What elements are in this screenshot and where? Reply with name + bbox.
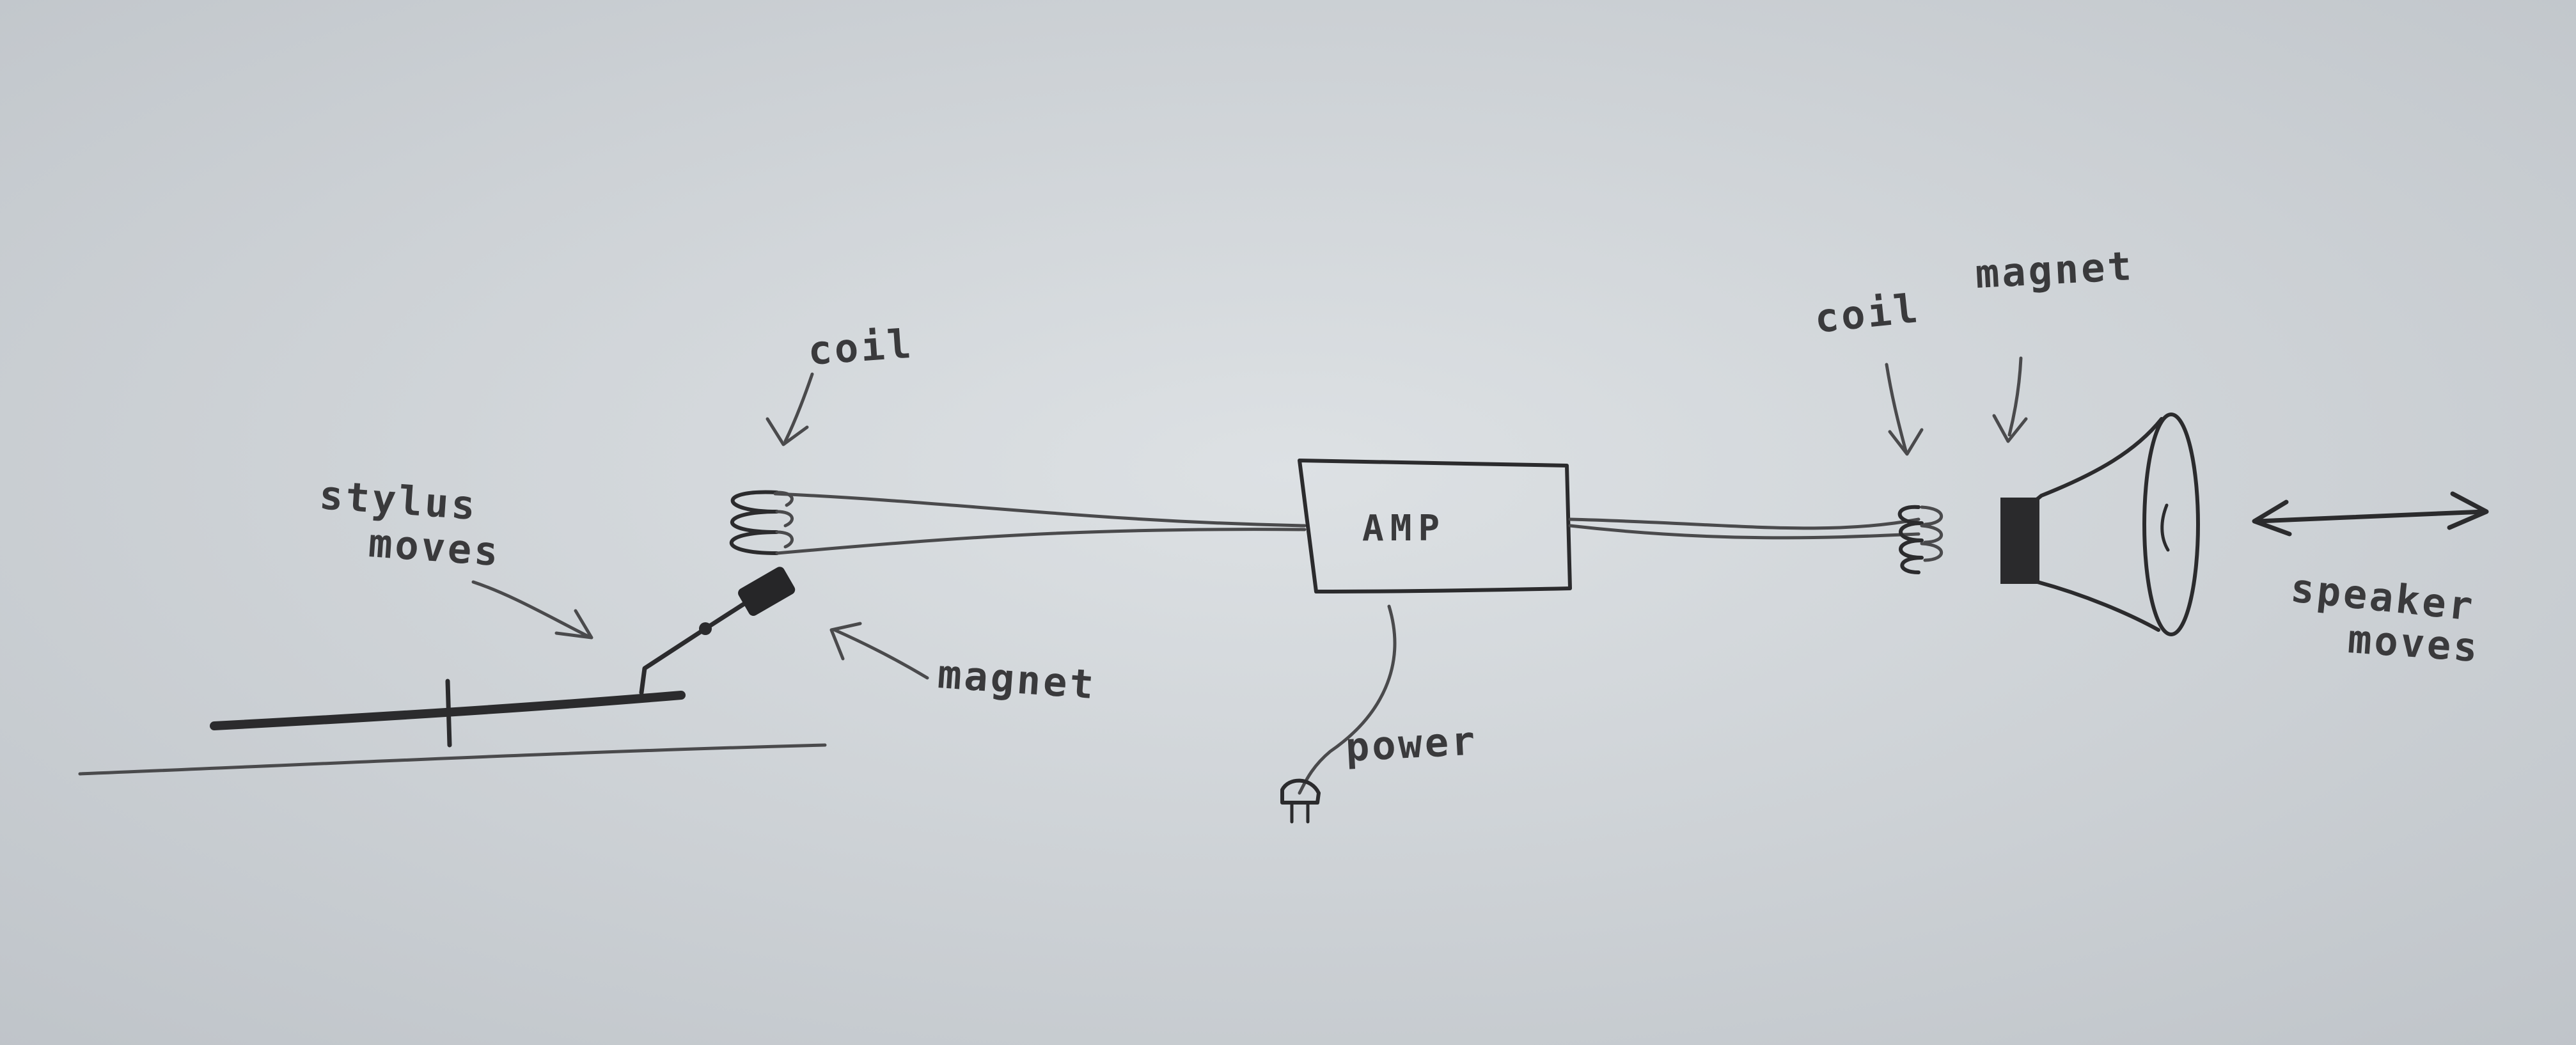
arrow-stylus bbox=[471, 580, 593, 640]
arrow-magnet-right bbox=[1992, 356, 2028, 443]
label-speaker-line2: moves bbox=[2346, 615, 2481, 671]
arrow-coil-left bbox=[766, 372, 814, 446]
power-cord bbox=[1280, 604, 1397, 824]
wire-amp-to-speaker bbox=[1568, 517, 1920, 540]
label-coil-left: coil bbox=[806, 320, 915, 374]
label-amp: AMP bbox=[1362, 508, 1446, 549]
label-magnet-right: magnet bbox=[1974, 242, 2135, 297]
label-magnet-left: magnet bbox=[936, 650, 1097, 708]
coil-left-icon bbox=[729, 490, 794, 555]
amp-box bbox=[1298, 459, 1572, 593]
label-stylus-line2: moves bbox=[367, 519, 502, 575]
speaker-cone-icon bbox=[2036, 412, 2200, 636]
label-coil-right: coil bbox=[1812, 285, 1922, 342]
turntable-arm bbox=[78, 679, 827, 776]
wire-coil-to-amp bbox=[773, 492, 1307, 555]
speaker-motion-arrow bbox=[2252, 491, 2489, 537]
magnet-left-icon bbox=[738, 567, 796, 616]
coil-right-icon bbox=[1897, 505, 1944, 574]
arrow-magnet-left bbox=[829, 622, 929, 680]
arrow-coil-right bbox=[1885, 363, 1924, 456]
label-stylus-line1: stylus bbox=[318, 471, 479, 529]
stylus-cantilever bbox=[639, 599, 751, 695]
label-power: power bbox=[1344, 717, 1479, 771]
magnet-right-icon bbox=[2000, 498, 2038, 584]
